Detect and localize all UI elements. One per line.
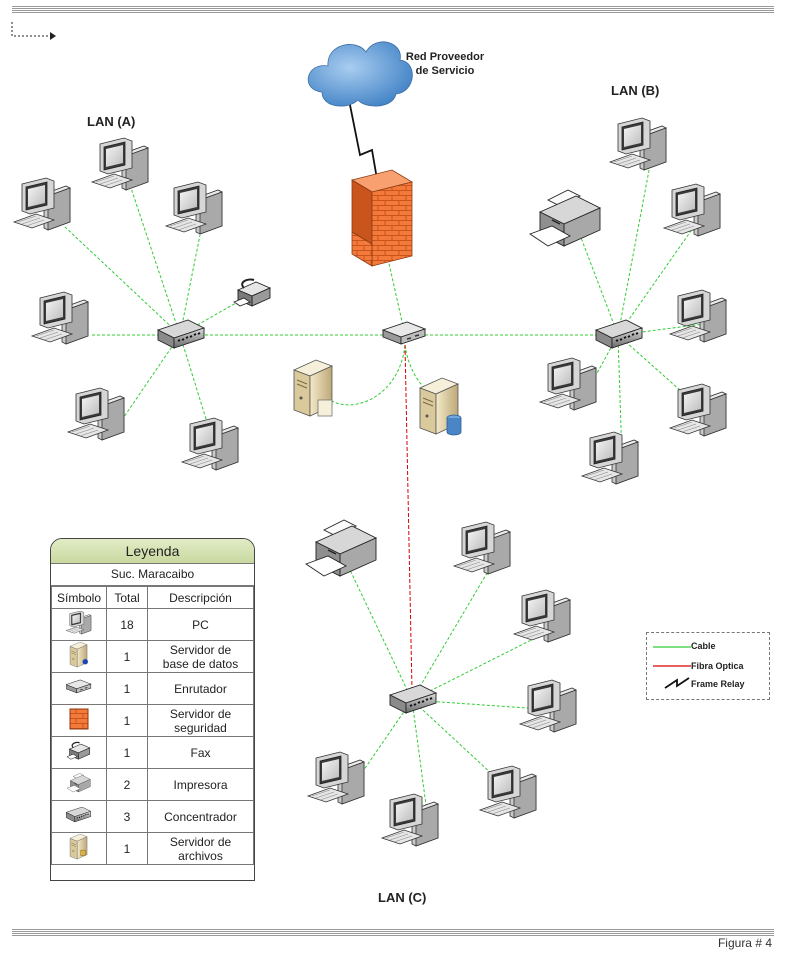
- figure-caption: Figura # 4: [717, 936, 772, 950]
- pc-icon: [513, 589, 571, 643]
- pc-icon: [669, 383, 727, 437]
- pc-icon: [165, 181, 223, 235]
- hub-icon: [51, 800, 107, 833]
- legend-subtitle: Suc. Maracaibo: [51, 564, 254, 586]
- pc-icon: [609, 117, 667, 171]
- cloud-label-line2: de Servicio: [415, 65, 475, 77]
- bottom-border: [12, 928, 774, 936]
- firewall-icon: [51, 704, 107, 737]
- pc-icon: [539, 357, 597, 411]
- legend-row: 3 Concentrador: [51, 800, 254, 833]
- firewall-icon: [350, 169, 414, 267]
- header-symbol: Símbolo: [51, 586, 107, 609]
- pc-icon: [307, 751, 365, 805]
- legend-title: Leyenda: [51, 539, 254, 564]
- lan-c-label: LAN (C): [378, 890, 427, 905]
- row-total: 1: [106, 832, 148, 865]
- key-fiber-label: Fibra Optica: [691, 661, 744, 671]
- key-frame-relay-label: Frame Relay: [691, 679, 745, 689]
- printer-c-icon: [305, 519, 377, 577]
- printer-icon: [51, 768, 107, 801]
- pc-icon: [181, 417, 239, 471]
- cloud-label-line1: Red Proveedor: [405, 51, 485, 63]
- pc-icon: [31, 291, 89, 345]
- pc-icon: [663, 183, 721, 237]
- pc-icon: [67, 387, 125, 441]
- legend-table: Leyenda Suc. Maracaibo Símbolo Total Des…: [50, 538, 255, 881]
- file-server-icon: [51, 832, 107, 865]
- cloud-label: Red Proveedor de Servicio: [390, 50, 500, 78]
- header-description: Descripción: [147, 586, 254, 609]
- row-total: 1: [106, 704, 148, 737]
- cloud-icon: [307, 41, 413, 107]
- row-description: Fax: [147, 736, 254, 769]
- row-total: 2: [106, 768, 148, 801]
- row-description: Enrutador: [147, 672, 254, 705]
- row-total: 1: [106, 640, 148, 673]
- lan-a-label: LAN (A): [87, 114, 136, 129]
- router-icon: [382, 321, 426, 345]
- hub-c-icon: [389, 684, 437, 714]
- pc-icon: [381, 793, 439, 847]
- hub-a-icon: [157, 319, 205, 349]
- row-description: Impresora: [147, 768, 254, 801]
- legend-row: 1 Enrutador: [51, 672, 254, 705]
- lan-b-label: LAN (B): [611, 83, 660, 98]
- printer-b-icon: [529, 189, 601, 247]
- header-total: Total: [106, 586, 148, 609]
- pc-icon: [581, 431, 639, 485]
- database-server-icon: [51, 640, 107, 673]
- fax-icon: [233, 278, 271, 307]
- legend-row: 18 PC: [51, 608, 254, 641]
- row-total: 18: [106, 608, 148, 641]
- legend-header-row: Símbolo Total Descripción: [51, 586, 254, 609]
- hub-b-icon: [595, 319, 643, 349]
- row-total: 1: [106, 736, 148, 769]
- line-key-swatches: [653, 646, 691, 689]
- pc-icon: [91, 137, 149, 191]
- top-border: [12, 5, 774, 13]
- pc-icon: [453, 521, 511, 575]
- line-key: Cable Fibra Optica Frame Relay: [646, 632, 770, 700]
- row-description: PC: [147, 608, 254, 641]
- dotted-arrow: [11, 22, 52, 37]
- fiber-line: [404, 344, 413, 691]
- pc-icon: [669, 289, 727, 343]
- pc-icon: [479, 765, 537, 819]
- router-icon: [51, 672, 107, 705]
- row-total: 3: [106, 800, 148, 833]
- row-total: 1: [106, 672, 148, 705]
- legend-row: 2 Impresora: [51, 768, 254, 801]
- row-description: Concentrador: [147, 800, 254, 833]
- legend-grid: Símbolo Total Descripción 18 PC 1 Servid…: [51, 586, 254, 865]
- pc-icon: [51, 608, 107, 641]
- fax-icon: [51, 736, 107, 769]
- key-cable-label: Cable: [691, 641, 716, 651]
- pc-icon: [13, 177, 71, 231]
- pc-icon: [519, 679, 577, 733]
- legend-row: 1 Fax: [51, 736, 254, 769]
